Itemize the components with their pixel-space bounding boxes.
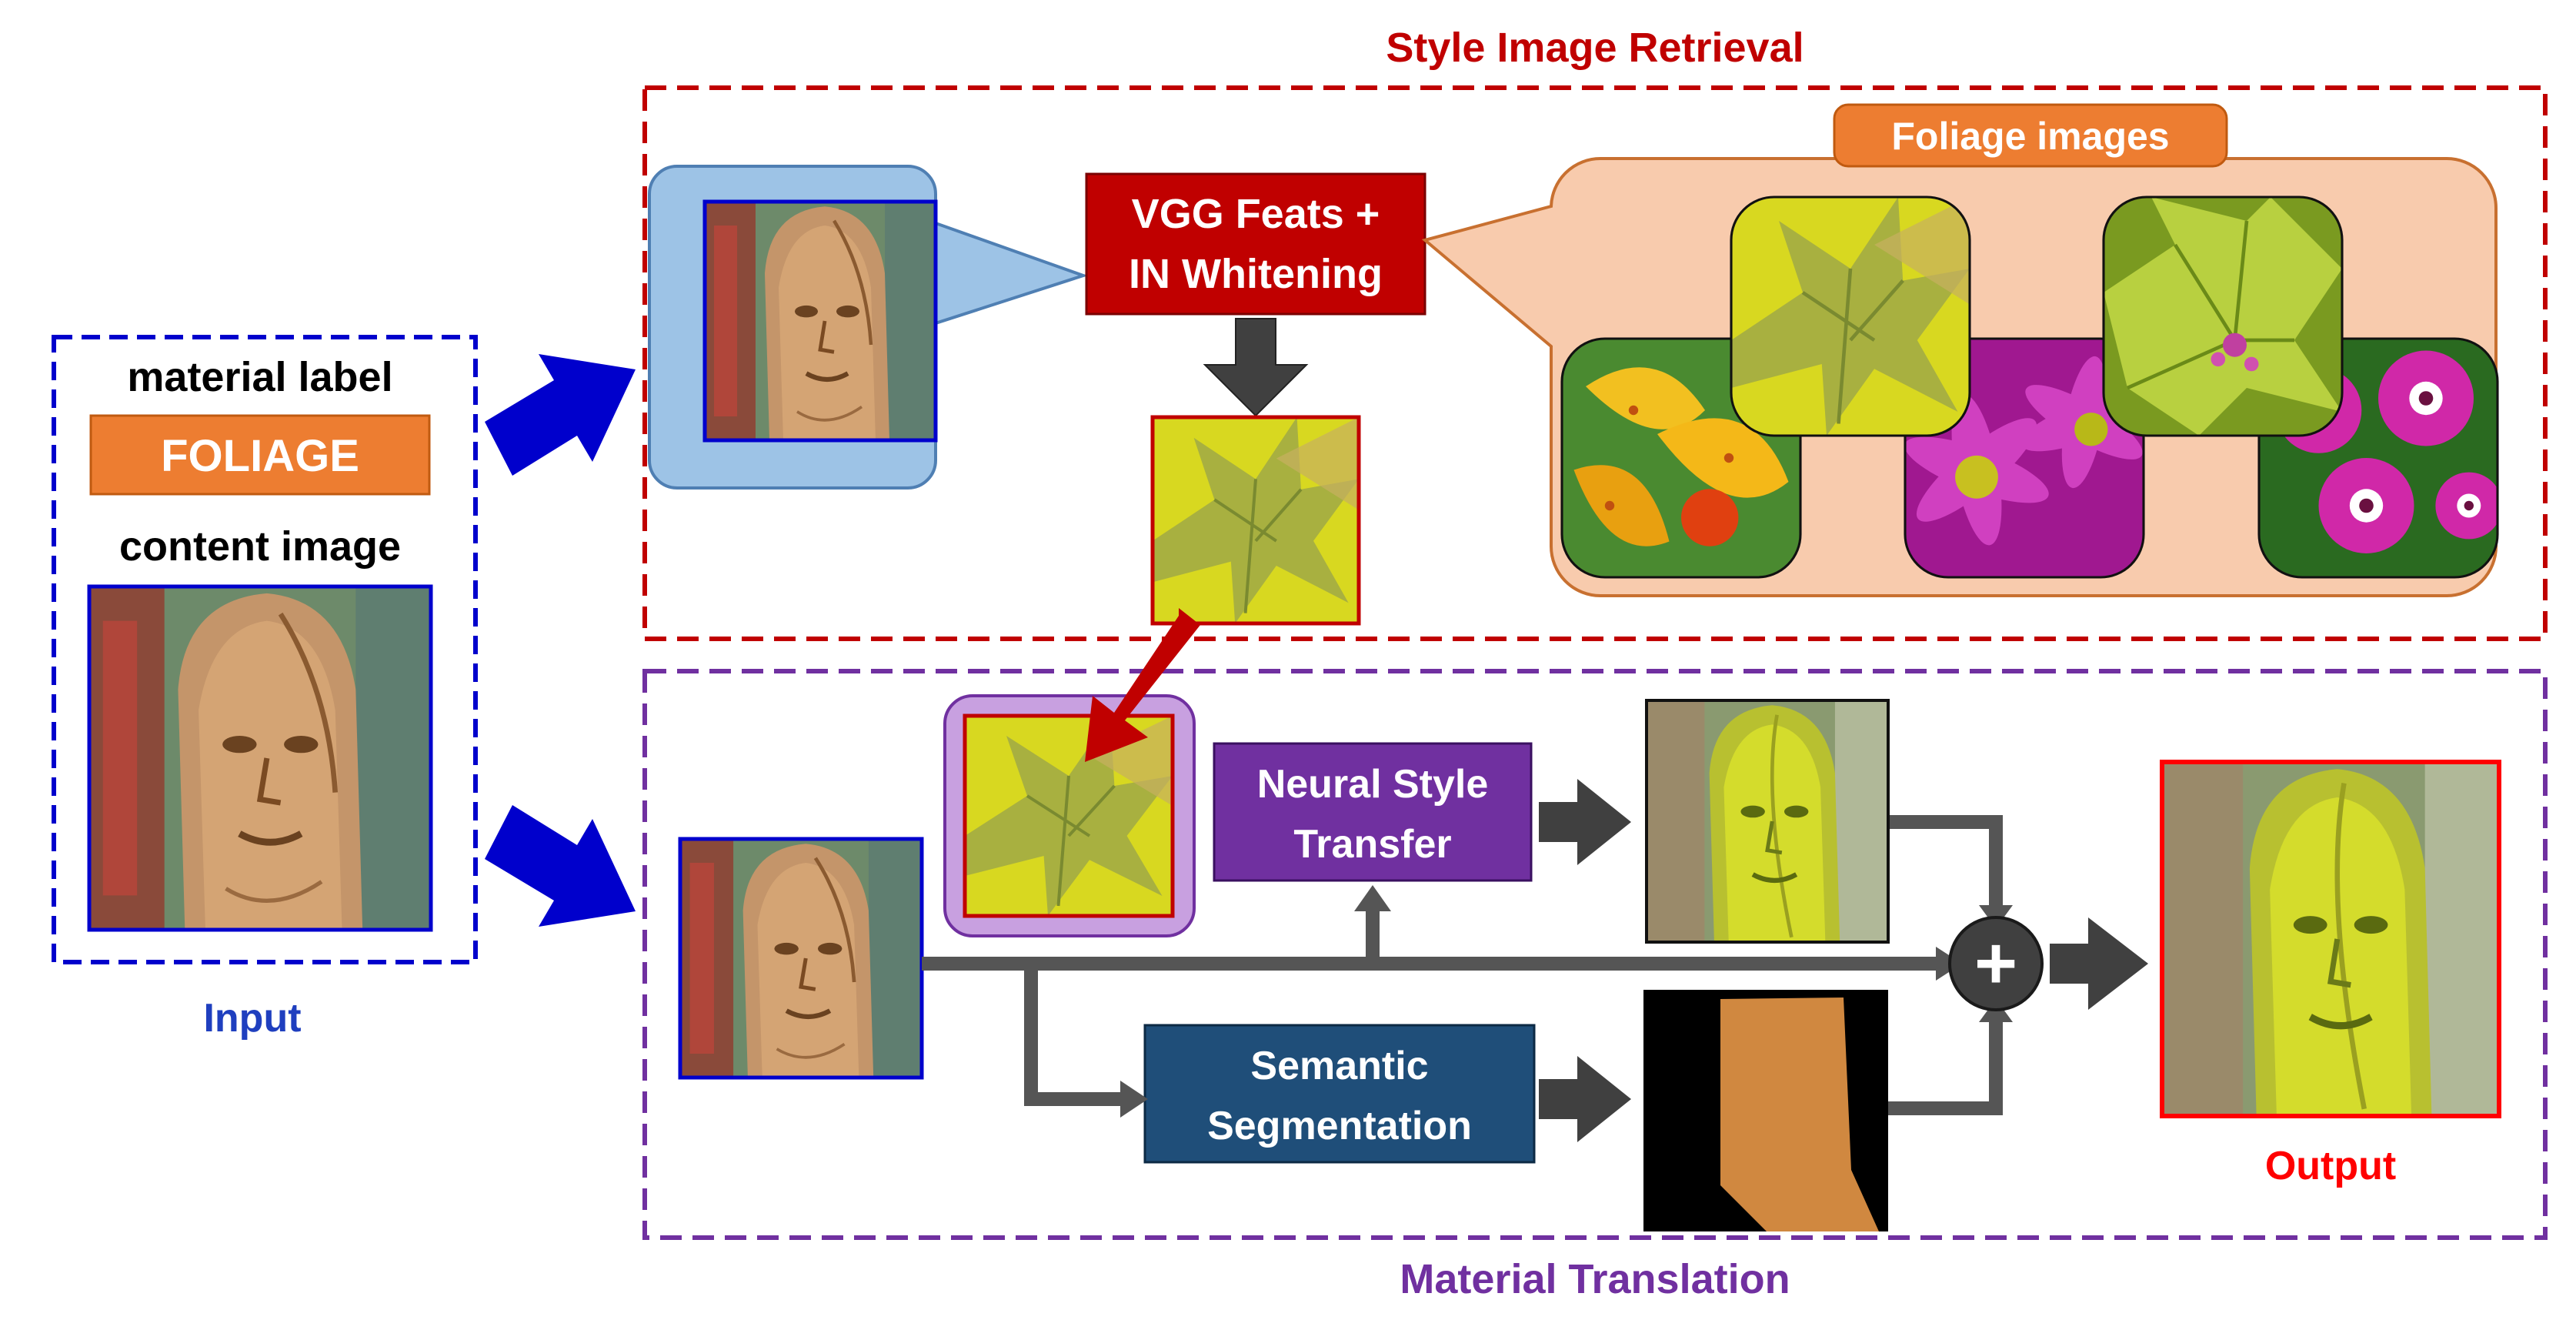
vgg-down-arrow	[1203, 318, 1309, 417]
nst-label-line1: Neural Style	[1257, 762, 1489, 807]
input-caption: Input	[203, 996, 301, 1041]
foliage-image-2	[1730, 195, 1971, 437]
foliage-images-label: Foliage images	[1891, 115, 2169, 158]
style-to-translation-arrow	[1085, 608, 1200, 762]
neural-style-transfer-box	[1213, 742, 1533, 882]
seg-label-line1: Semantic	[1250, 1044, 1428, 1088]
material-label-value: FOLIAGE	[161, 431, 359, 481]
foliage-image-5	[2257, 337, 2499, 579]
vgg-label-line2: IN Whitening	[1129, 251, 1383, 297]
vgg-feats-box	[1085, 172, 1426, 316]
combine-to-output-arrow	[2050, 917, 2148, 1010]
nst-output-image	[1647, 700, 1888, 942]
foliage-image-1	[1560, 337, 1802, 579]
translation-section-title: Material Translation	[1400, 1256, 1790, 1302]
seg-to-mask-arrow	[1539, 1056, 1631, 1142]
input-content-image	[89, 586, 431, 930]
input-to-retrieval-arrow	[485, 354, 636, 476]
foliage-image-3	[1904, 337, 2145, 579]
material-label-box	[89, 414, 431, 496]
input-to-translation-arrow	[485, 805, 636, 927]
seg-label-line2: Segmentation	[1207, 1104, 1472, 1148]
connector-lines	[922, 815, 2003, 1115]
segmentation-mask-foreground	[1720, 998, 1879, 1231]
final-output-image	[2162, 762, 2499, 1116]
combine-symbol: +	[1974, 922, 2017, 1004]
vgg-label-line1: VGG Feats +	[1132, 191, 1380, 237]
translation-style-image	[965, 716, 1173, 916]
combine-node	[1948, 916, 2044, 1011]
retrieval-section-border	[642, 85, 2548, 641]
foliage-images-label-box	[1833, 103, 2228, 168]
foliage-image-4	[2102, 195, 2344, 437]
semantic-segmentation-box	[1143, 1024, 1536, 1164]
output-caption: Output	[2265, 1144, 2396, 1188]
content-image-heading: content image	[119, 523, 401, 570]
translation-section-border	[642, 669, 2548, 1240]
translation-content-image	[680, 839, 922, 1078]
retrieval-content-image	[705, 202, 936, 440]
nst-to-output-arrow	[1539, 779, 1631, 865]
input-panel-border	[52, 335, 478, 964]
retrieval-section-title: Style Image Retrieval	[1386, 25, 1804, 71]
material-label-heading: material label	[127, 354, 392, 400]
retrieved-style-image	[1153, 417, 1359, 623]
nst-label-line2: Transfer	[1293, 822, 1451, 867]
